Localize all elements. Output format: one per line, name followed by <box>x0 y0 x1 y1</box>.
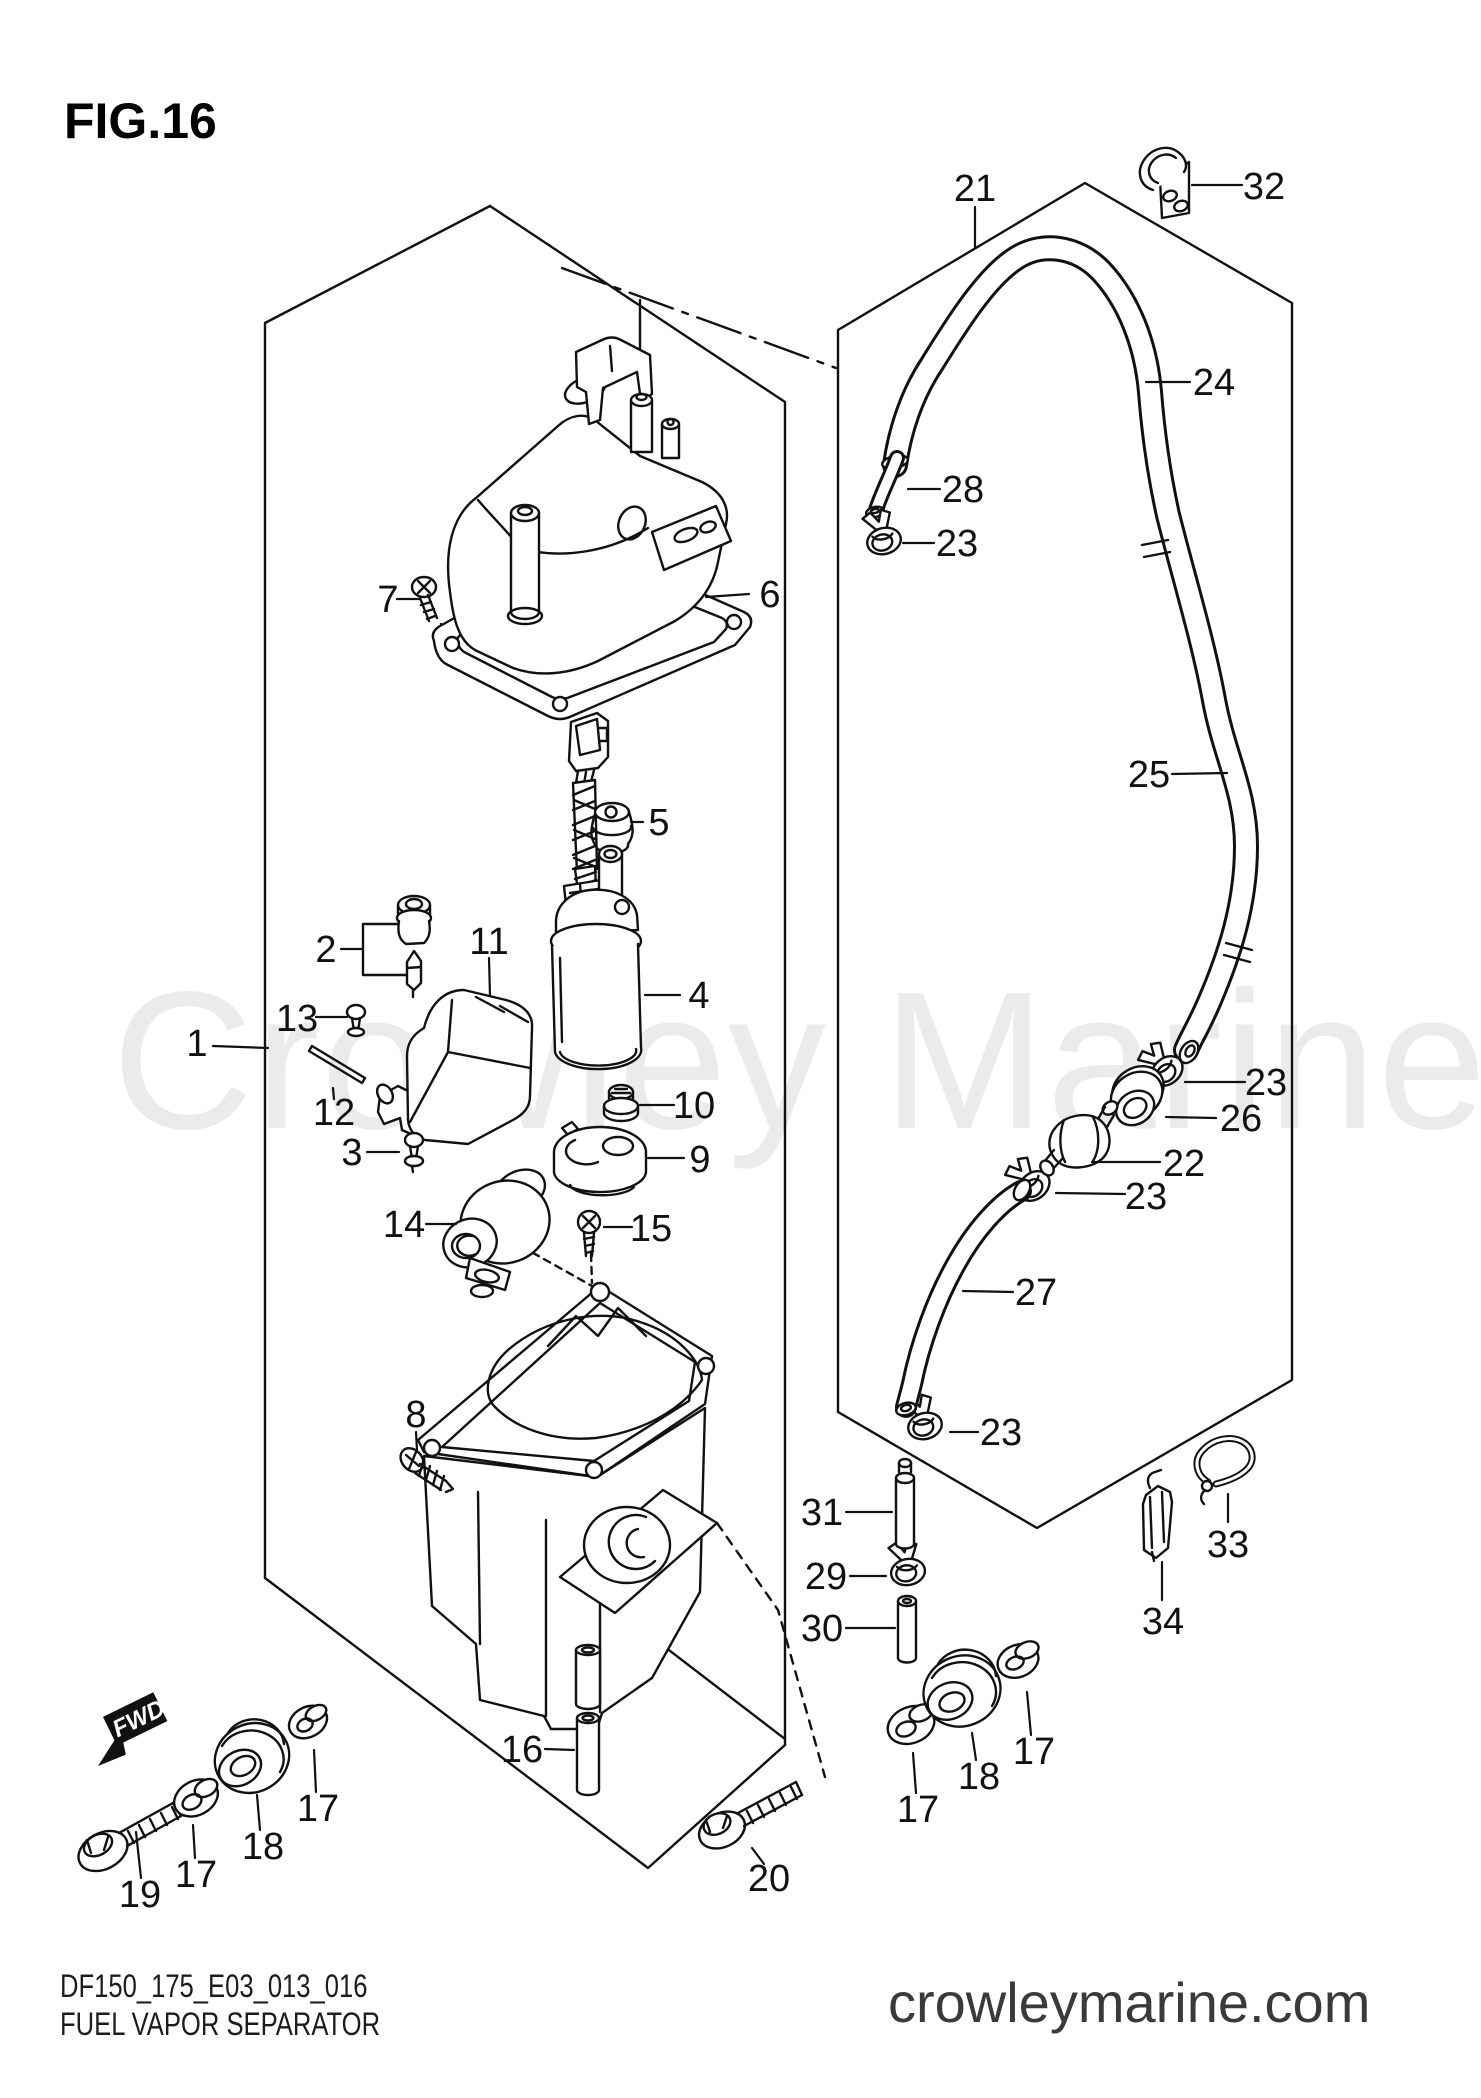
check-valve-drawing <box>1039 1100 1119 1177</box>
callout-23: 23 <box>1245 1062 1287 1104</box>
callout-28: 28 <box>942 469 984 511</box>
small-screw-13-drawing <box>345 1003 367 1038</box>
rod-12-drawing <box>307 1044 367 1085</box>
small-screw-3-drawing <box>403 1131 425 1174</box>
return-hose-drawing <box>895 1178 1032 1418</box>
mount-bolt-20-drawing <box>697 1780 804 1850</box>
drawing-code: DF150_175_E03_013_016 <box>60 1968 368 2004</box>
callout-31: 31 <box>801 1492 843 1534</box>
callout-23: 23 <box>1125 1176 1167 1218</box>
callout-6: 6 <box>759 574 780 616</box>
callout-leader-17 <box>911 1751 918 1795</box>
fwd-arrow: FWD <box>98 1692 169 1766</box>
callout-leader-8 <box>414 1430 419 1452</box>
figure-title: FIG.16 <box>64 93 217 149</box>
callout-leader-16 <box>543 1747 576 1752</box>
separator-cover-drawing <box>446 336 733 675</box>
watermark-text: Crowley Marine <box>112 951 1481 1170</box>
callout-17: 17 <box>175 1854 217 1896</box>
callout-29: 29 <box>805 1556 847 1598</box>
wire-clip-drawing <box>1193 1435 1256 1506</box>
grommet-18-left-drawing <box>213 1718 291 1795</box>
breather-tube-drawing <box>574 1643 602 1797</box>
pump-cover-drawing <box>375 988 534 1146</box>
callout-leader-19 <box>134 1830 143 1880</box>
callout-4: 4 <box>688 975 709 1017</box>
clamp-34-drawing <box>1141 1468 1174 1563</box>
joint-pipe-30-drawing <box>896 1594 918 1664</box>
callout-18: 18 <box>958 1756 1000 1798</box>
callout-16: 16 <box>501 1729 543 1771</box>
callout-19: 19 <box>119 1874 161 1916</box>
callout-1: 1 <box>186 1023 207 1065</box>
callout-10: 10 <box>673 1085 715 1127</box>
callout-leader-26 <box>1164 1115 1218 1120</box>
callout-17: 17 <box>297 1788 339 1830</box>
callout-3: 3 <box>341 1132 362 1174</box>
callout-leader-17 <box>1025 1690 1033 1737</box>
callout-11: 11 <box>469 921 508 963</box>
callout-8: 8 <box>405 1394 426 1436</box>
callout-18: 18 <box>242 1826 284 1868</box>
callout-17: 17 <box>897 1789 939 1831</box>
grommet-18-right-drawing <box>922 1648 1002 1728</box>
cover-screw-drawing <box>410 575 439 623</box>
callout-23: 23 <box>936 523 978 565</box>
collar-17-right-drawing <box>996 1640 1040 1679</box>
callout-20: 20 <box>748 1858 790 1900</box>
callout-26: 26 <box>1220 1098 1262 1140</box>
callout-5: 5 <box>648 802 669 844</box>
callout-leader-12 <box>331 1086 336 1101</box>
site-watermark: crowleymarine.com <box>888 1971 1371 2034</box>
callout-leader-25 <box>1170 771 1229 776</box>
pump-filter-drawing <box>552 1120 648 1197</box>
hose-clamp-bracket-drawing <box>1138 146 1191 220</box>
callout-12: 12 <box>313 1092 355 1134</box>
regulator-screw-drawing <box>576 1209 602 1258</box>
callout-leader-27 <box>961 1289 1015 1294</box>
callout-7: 7 <box>377 579 398 621</box>
bushing-drawing <box>602 1083 640 1123</box>
callout-leader-6 <box>704 592 751 599</box>
callout-2: 2 <box>315 929 336 971</box>
grommet-needle-drawing <box>361 894 433 999</box>
callout-leader-17 <box>191 1823 197 1860</box>
callout-leader-18 <box>970 1731 978 1762</box>
separator-tank-drawing <box>416 1281 719 1731</box>
fuel-filter-drawing <box>1109 1065 1165 1127</box>
callout-25: 25 <box>1128 754 1170 796</box>
callout-15: 15 <box>630 1208 672 1250</box>
callout-leader-17 <box>312 1748 318 1794</box>
callout-leader-18 <box>255 1793 262 1832</box>
hose-clip-23a <box>858 505 905 560</box>
callout-24: 24 <box>1193 362 1235 404</box>
washer-17-left-drawing <box>172 1777 220 1818</box>
right-assembly-box <box>836 181 1294 1530</box>
callout-27: 27 <box>1015 1272 1057 1314</box>
collar-17-left-drawing <box>287 1703 329 1740</box>
drain-screw-drawing <box>399 1447 455 1494</box>
mount-bolt-19-drawing <box>77 1801 183 1873</box>
callout-leader-11 <box>487 956 492 998</box>
callout-33: 33 <box>1207 1524 1249 1566</box>
callout-21: 21 <box>954 168 996 210</box>
callout-9: 9 <box>689 1139 710 1181</box>
callout-30: 30 <box>801 1608 843 1650</box>
callout-leader-20 <box>750 1846 766 1866</box>
callout-32: 32 <box>1243 166 1285 208</box>
callout-leader-23 <box>1054 1191 1127 1196</box>
callout-13: 13 <box>276 998 318 1040</box>
callout-14: 14 <box>383 1204 425 1246</box>
callout-23: 23 <box>980 1412 1022 1454</box>
drawing-title: FUEL VAPOR SEPARATOR <box>60 2006 381 2042</box>
callout-22: 22 <box>1163 1143 1205 1185</box>
joint-pipe-31-drawing <box>894 1457 916 1550</box>
callout-34: 34 <box>1142 1601 1184 1643</box>
callout-leader-1 <box>211 1044 270 1050</box>
pressure-regulator-drawing <box>442 1168 551 1299</box>
callout-17: 17 <box>1013 1731 1055 1773</box>
fuel-pump-drawing <box>549 844 643 1071</box>
